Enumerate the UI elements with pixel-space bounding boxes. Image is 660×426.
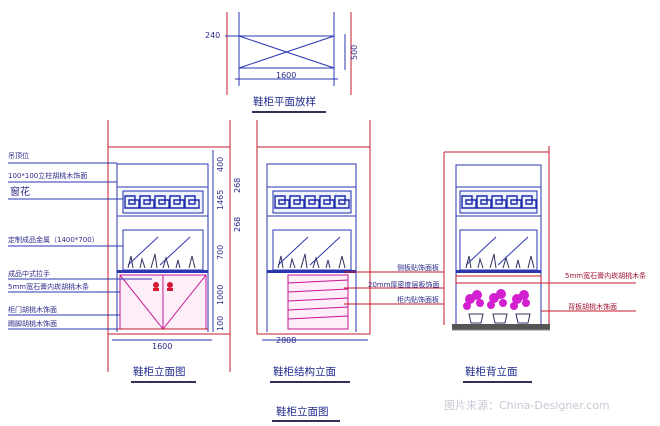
label-skirting: 踢脚胡桃木饰面 xyxy=(8,319,57,328)
label-back-veneer: 背板胡桃木饰面 xyxy=(568,302,617,311)
structure-shelves xyxy=(287,274,349,330)
plan-height-label: 500 xyxy=(350,45,359,60)
back-flower-pots xyxy=(463,289,531,324)
front-handle-ornament xyxy=(153,282,173,291)
structure-dim-2808: 2808 xyxy=(276,336,296,345)
label-window-lattice: 窗花 xyxy=(10,185,30,198)
front-countertop xyxy=(117,270,208,273)
back-elevation: 鞋柜背立面 xyxy=(443,146,550,383)
front-dim-1600: 1600 xyxy=(152,342,172,351)
front-elevation: 400 1465 700 1000 100 268 268 1600 鞋柜立面图 xyxy=(107,120,242,383)
back-floor-hatch xyxy=(452,324,550,330)
plan-title: 鞋柜平面放样 xyxy=(253,95,316,108)
front-dim-400: 400 xyxy=(216,157,225,172)
back-lattice-pattern xyxy=(461,195,537,209)
front-dim-1000: 1000 xyxy=(216,285,225,305)
front-mirror-panel xyxy=(122,229,204,271)
label-shelf-board: 20mm厚密度层板饰面 xyxy=(368,280,440,289)
left-label-group: 吊顶位 100*100立柱胡桃木饰面 窗花 定制成品金属（1400*700） 成… xyxy=(8,151,152,330)
label-inner-panel: 柜内贴饰面板 xyxy=(397,295,439,304)
front-dim-268a: 268 xyxy=(233,178,242,193)
front-top-frame xyxy=(116,163,209,188)
structure-elevation: 2808 鞋柜结构立面 xyxy=(256,120,371,383)
label-handle: 成品中式拉手 xyxy=(8,269,50,278)
right-label-group: 5mm宽石膏内崁胡桃木条 背板胡桃木饰面 xyxy=(532,271,646,312)
middle-label-group: 侧板贴饰面板 20mm厚密度层板饰面 柜内贴饰面板 xyxy=(344,263,444,305)
front-dim-100: 100 xyxy=(216,316,225,331)
label-plaster-strip: 5mm宽石膏内崁胡桃木条 xyxy=(8,282,89,291)
front-ornaments xyxy=(127,253,196,269)
back-title: 鞋柜背立面 xyxy=(465,365,518,378)
structure-lattice-pattern xyxy=(274,195,350,209)
front-dim-268b: 268 xyxy=(233,217,242,232)
plan-width-label: 1600 xyxy=(276,71,296,80)
label-column: 100*100立柱胡桃木饰面 xyxy=(8,171,87,180)
plan-depth-label: 240 xyxy=(205,31,220,40)
front-dim-700: 700 xyxy=(216,245,225,260)
front-lattice-pattern xyxy=(124,195,200,209)
watermark: 图片来源：China-Designer.com xyxy=(444,398,610,412)
label-ceiling: 吊顶位 xyxy=(8,151,29,160)
plan-view: 240 1600 500 鞋柜平面放样 xyxy=(205,12,359,113)
label-metal-panel: 定制成品金属（1400*700） xyxy=(8,235,99,244)
front-dim-1465: 1465 xyxy=(216,190,225,210)
front-title: 鞋柜立面图 xyxy=(133,365,186,378)
label-side-panel: 侧板贴饰面板 xyxy=(397,263,439,272)
label-door-veneer: 柜门胡桃木饰面 xyxy=(8,305,57,314)
plan-cross-b xyxy=(238,35,335,69)
label-back-plaster-strip: 5mm宽石膏内崁胡桃木条 xyxy=(565,271,646,280)
main-title: 鞋柜立面图 xyxy=(276,405,329,418)
structure-title: 鞋柜结构立面 xyxy=(273,365,336,378)
